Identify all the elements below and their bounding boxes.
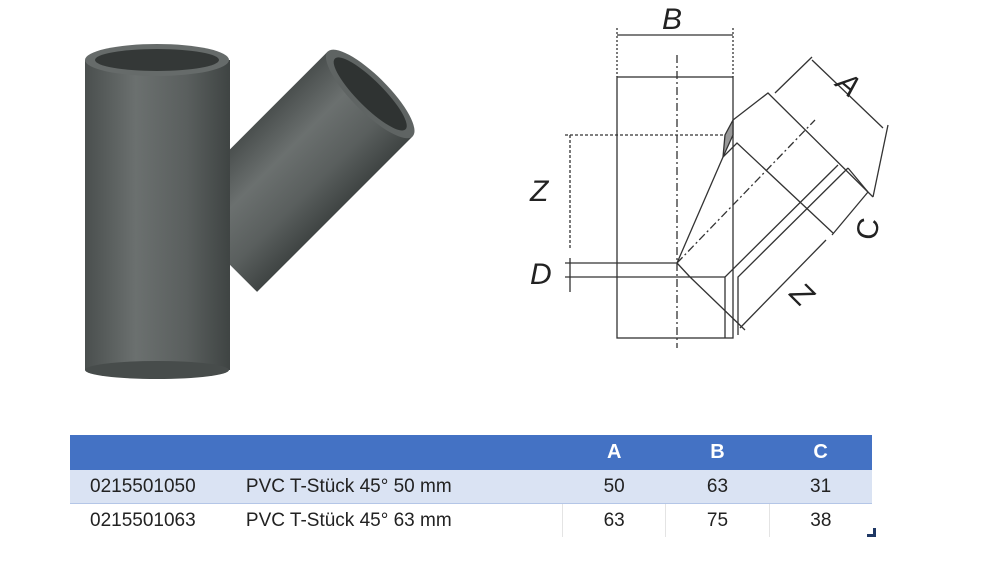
cell-code: 0215501063	[70, 503, 229, 537]
dim-label-b: B	[662, 3, 683, 36]
table-resize-handle[interactable]	[867, 528, 876, 537]
header-a: A	[562, 435, 666, 470]
header-desc	[228, 435, 563, 470]
cell-c: 31	[769, 470, 872, 504]
cell-b: 75	[665, 503, 770, 537]
cell-code: 0215501050	[70, 470, 229, 504]
cell-a: 63	[562, 503, 666, 537]
cell-a: 50	[562, 470, 666, 504]
cell-desc: PVC T-Stück 45° 63 mm	[228, 503, 563, 537]
header-code	[70, 435, 229, 470]
table-header-row: A B C	[70, 435, 872, 470]
header-b: B	[665, 435, 770, 470]
table-row: 0215501063 PVC T-Stück 45° 63 mm 63 75 3…	[70, 503, 872, 537]
cell-c: 38	[768, 503, 872, 537]
cell-b: 63	[665, 470, 770, 504]
dim-label-d: D	[530, 258, 552, 291]
table-row: 0215501050 PVC T-Stück 45° 50 mm 50 63 3…	[70, 470, 872, 504]
dim-label-z: Z	[530, 175, 549, 208]
cell-desc: PVC T-Stück 45° 50 mm	[228, 470, 563, 504]
dimension-table: A B C 0215501050 PVC T-Stück 45° 50 mm 5…	[70, 435, 872, 537]
pvc-y-fitting-image	[85, 44, 415, 379]
header-c: C	[769, 435, 872, 470]
